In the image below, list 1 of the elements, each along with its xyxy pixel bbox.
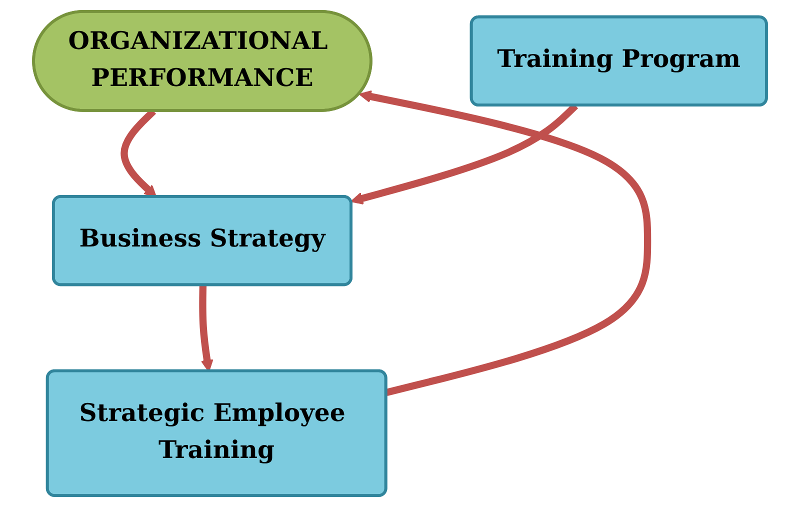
arrow <box>358 90 652 396</box>
